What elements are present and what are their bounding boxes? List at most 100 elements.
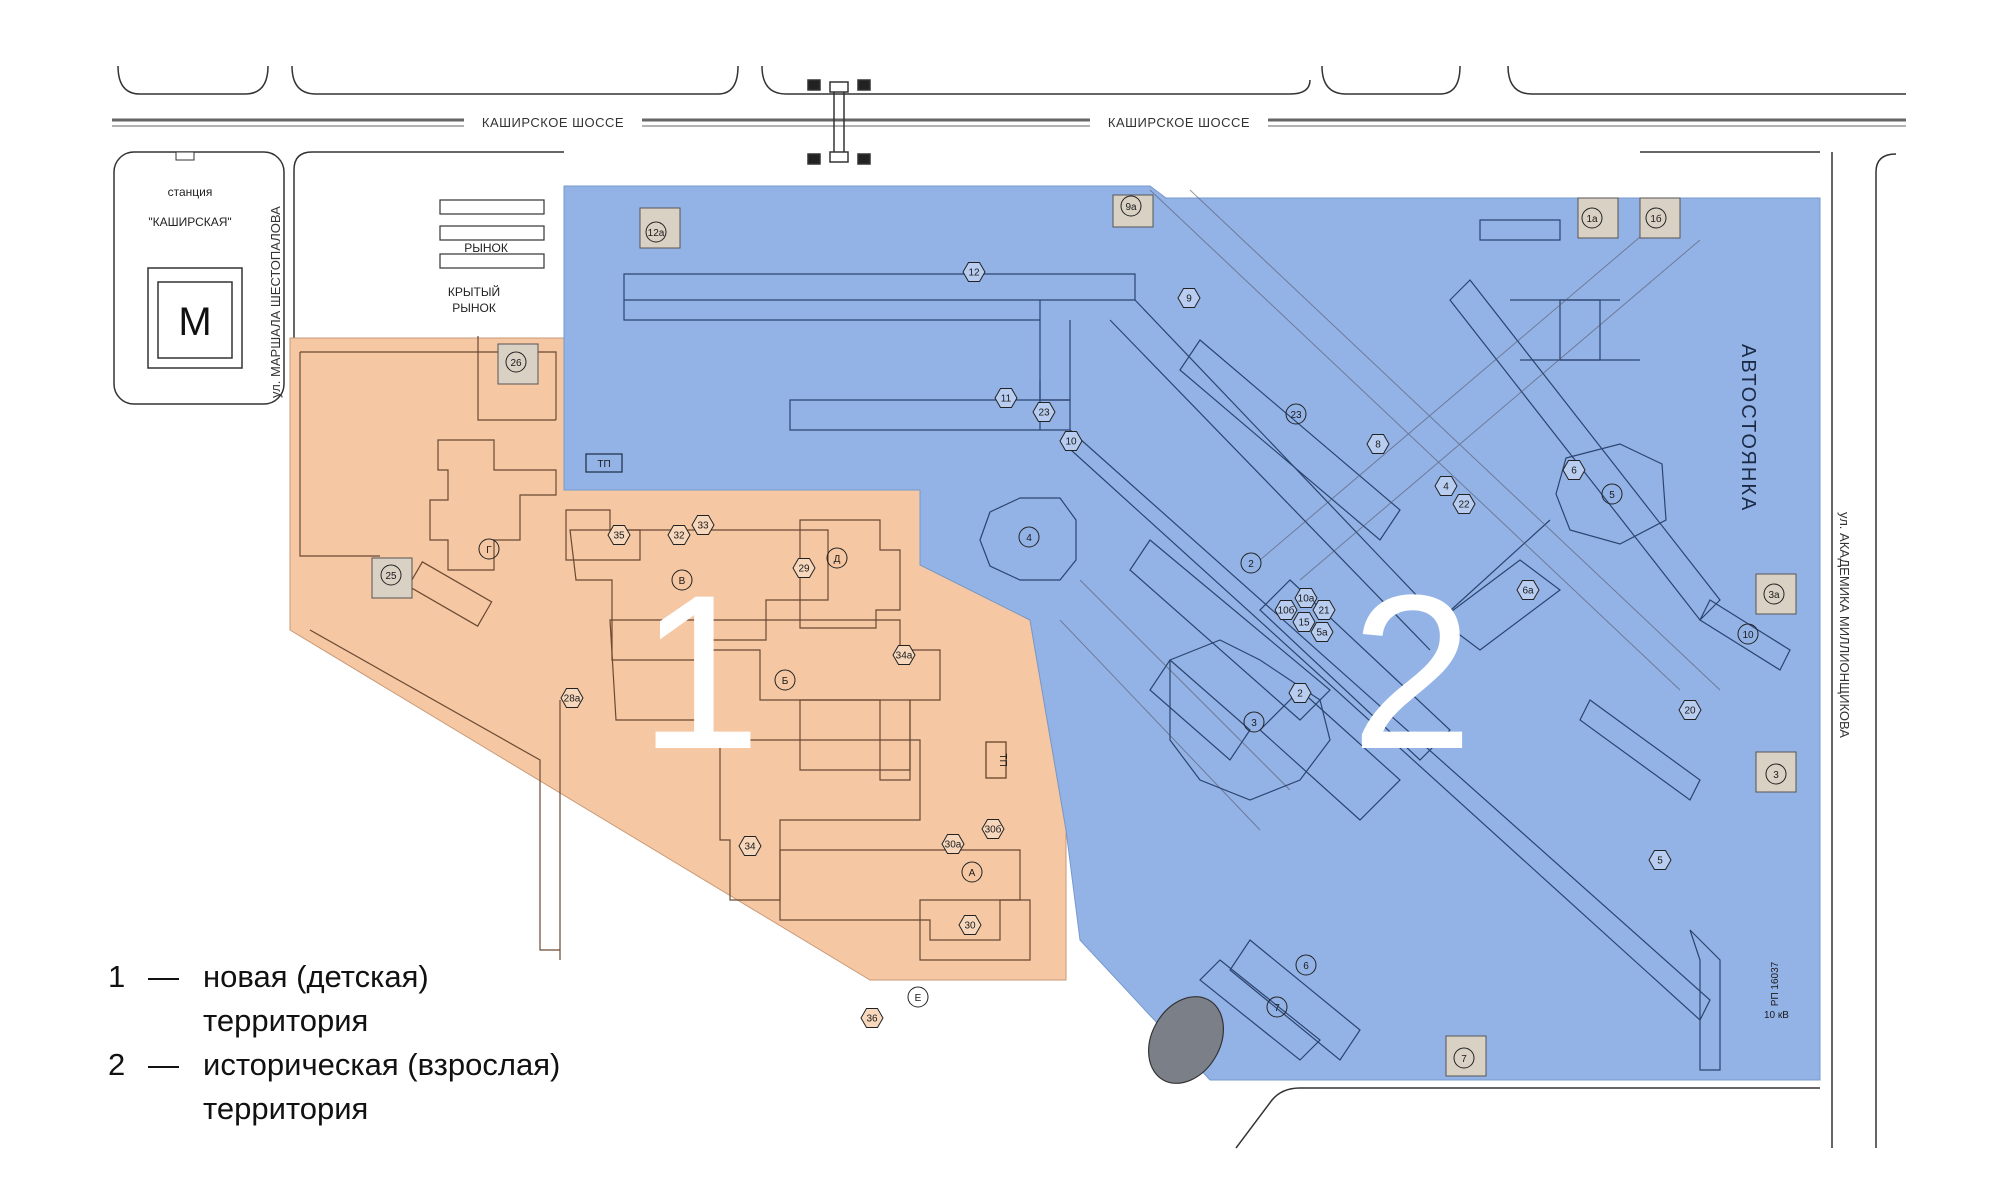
building-v: В xyxy=(679,576,686,587)
building-5: 5 xyxy=(1609,490,1615,501)
entrance-marker-label: 21 xyxy=(1318,606,1330,617)
building-3: 3 xyxy=(1773,770,1779,781)
legend: 1 — новая (детская) территория 2 — истор… xyxy=(108,955,703,1131)
building-9a: 9а xyxy=(1125,202,1137,213)
legend-dash-1: — xyxy=(148,959,179,994)
entrance-marker xyxy=(1294,588,1318,608)
legend-item-2: 2 — историческая (взрослая) xyxy=(108,1043,703,1087)
entrance-marker-label: 28а xyxy=(564,694,581,705)
entrance-marker xyxy=(981,819,1005,839)
entrance-marker xyxy=(1288,683,1312,703)
entrance-marker xyxy=(1292,612,1316,632)
entrance-marker xyxy=(958,915,982,935)
legend-key-1: 1 xyxy=(108,959,126,994)
street-label-shestopalova: ул. МАРШАЛА ШЕСТОПАЛОВА xyxy=(268,206,283,398)
building-label-texts: Г В Д Б А Е 4 2 23 3 5 6 7 10 1а 1б 12а … xyxy=(385,202,1780,1065)
pedestrian-crossing xyxy=(807,79,871,165)
legend-item-1: 1 — новая (детская) xyxy=(108,955,703,999)
rp-label: РП 16037 xyxy=(1770,961,1781,1006)
entrance-marker xyxy=(1310,622,1334,642)
entrance-marker xyxy=(1274,600,1298,620)
building-3a: 3а xyxy=(1768,590,1780,601)
internal-roads xyxy=(1059,189,1721,831)
building-labels xyxy=(380,195,1787,1069)
metro-station-name: "КАШИРСКАЯ" xyxy=(148,215,231,229)
legend-text-2a: историческая (взрослая) xyxy=(203,1047,561,1082)
entrance-marker xyxy=(607,525,631,545)
building-7-a: 7 xyxy=(1274,1003,1280,1014)
entrance-marker xyxy=(1678,700,1702,720)
entrance-marker xyxy=(1516,580,1540,600)
zone-1-buildings xyxy=(299,336,1031,961)
entrance-marker-label: 33 xyxy=(697,521,709,532)
entrance-marker xyxy=(1562,460,1586,480)
entrance-marker-label: 5 xyxy=(1657,856,1663,867)
building-e: Е xyxy=(915,993,922,1004)
entrance-marker xyxy=(667,525,691,545)
pavilion-4 xyxy=(979,497,1077,581)
street-label-millionshchikova: ул. АКАДЕМИКА МИЛЛИОНЩИКОВА xyxy=(1837,512,1852,738)
building-6: 6 xyxy=(1303,961,1309,972)
entrance-marker-label: 12 xyxy=(968,268,980,279)
building-a: А xyxy=(969,868,976,879)
entrance-marker-label: 20 xyxy=(1684,706,1696,717)
building-25: 25 xyxy=(385,571,397,582)
entrance-marker-label: 34 xyxy=(744,842,756,853)
building-26: 26 xyxy=(510,358,522,369)
metro-block xyxy=(113,151,285,405)
street-label-kashirskoe-2: КАШИРСКОЕ ШОССЕ xyxy=(1108,115,1250,130)
entrance-marker xyxy=(1434,476,1458,496)
entrance-marker-label: 4 xyxy=(1443,482,1449,493)
zone-2-buildings xyxy=(623,219,1791,1071)
entrance-marker-label: 6 xyxy=(1571,466,1577,477)
legend-item-1-cont: территория xyxy=(108,999,703,1043)
entrance-marker xyxy=(1452,494,1476,514)
tp-label-1: ТП xyxy=(597,459,610,470)
entrance-marker xyxy=(738,836,762,856)
building-3 xyxy=(1169,639,1331,801)
covered-market-label-1: КРЫТЫЙ xyxy=(448,284,500,299)
entrance-marker-label: 9 xyxy=(1186,294,1192,305)
kashirskoe-highway xyxy=(112,118,1906,127)
market-stalls xyxy=(439,199,545,269)
tp-label-2: ТП xyxy=(997,753,1008,766)
entrance-marker xyxy=(1177,288,1201,308)
entrance-marker xyxy=(994,388,1018,408)
parking-label: АВТОСТОЯНКА xyxy=(1737,344,1759,512)
building-2-a: 2 xyxy=(1248,559,1254,570)
entrance-marker-label: 6а xyxy=(1522,586,1534,597)
building-12a: 12а xyxy=(648,228,665,239)
legend-text-2b: территория xyxy=(203,1091,369,1126)
metro-station-word: станция xyxy=(168,185,213,199)
entrance-marker-label: 11 xyxy=(1001,394,1012,405)
entrance-marker xyxy=(860,1008,884,1028)
legend-key-2: 2 xyxy=(108,1047,126,1082)
entrance-marker xyxy=(1312,600,1336,620)
building-7: 7 xyxy=(1461,1054,1467,1065)
entrance-marker-label: 32 xyxy=(673,531,685,542)
entrance-marker xyxy=(892,645,916,665)
entrance-marker xyxy=(1059,431,1083,451)
entrance-marker-label: 34а xyxy=(896,651,913,662)
entrance-marker xyxy=(941,834,965,854)
building-1b: 1б xyxy=(1650,213,1662,225)
entrance-marker-label: 10 xyxy=(1065,437,1077,448)
building-10: 10 xyxy=(1742,630,1754,641)
entrance-marker-label: 15 xyxy=(1298,618,1310,629)
building-4: 4 xyxy=(1026,533,1032,544)
legend-item-2-cont: территория xyxy=(108,1087,703,1131)
building-1a: 1а xyxy=(1586,214,1598,225)
market-label: РЫНОК xyxy=(464,241,508,255)
millionshchikova-street xyxy=(1640,151,1897,1148)
entrance-marker xyxy=(1648,850,1672,870)
building-d: Д xyxy=(834,554,841,565)
entrance-marker-label: 30б xyxy=(985,824,1002,836)
building-g: Г xyxy=(486,545,492,556)
legend-text-1b: территория xyxy=(203,1003,369,1038)
zone-2-area xyxy=(563,185,1821,1081)
zone-2-number: 2 xyxy=(1351,549,1473,795)
south-road xyxy=(1235,1087,1820,1149)
kv-label: 10 кВ xyxy=(1764,1010,1789,1021)
